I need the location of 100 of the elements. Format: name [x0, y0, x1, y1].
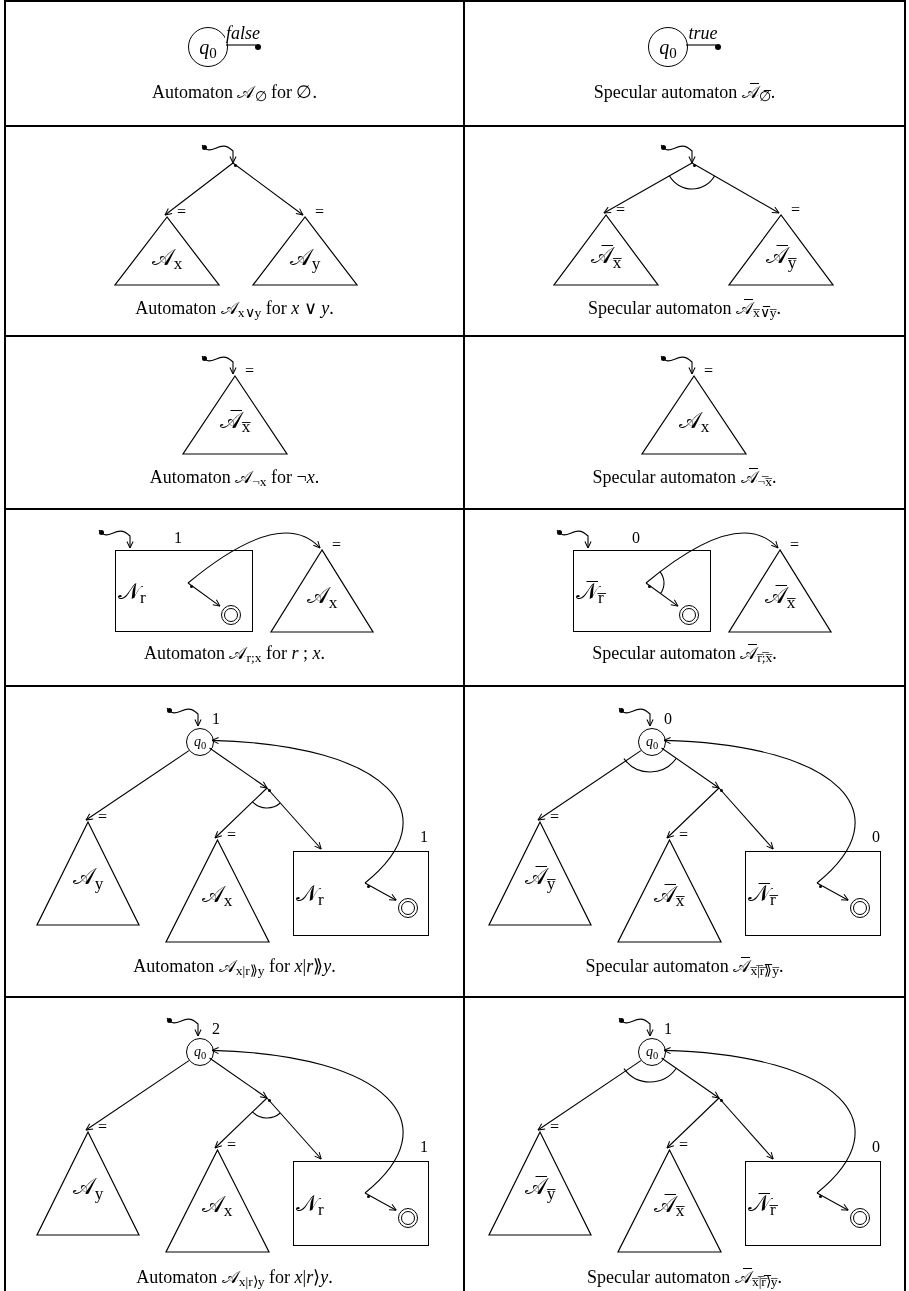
automaton-label: 𝒜̅$_{x̅}$: [219, 408, 251, 432]
transition-arrow: [645, 532, 779, 584]
automaton-label: 𝒩̅$_{r̅}$: [748, 881, 776, 905]
automaton-label: 𝒜$_{x}$: [201, 1192, 233, 1216]
transition-arrow: [663, 1047, 856, 1194]
state-label: q$_{0}$: [199, 37, 217, 57]
cell-text: Automaton 𝒜$_{x|r⟫y}$ for x|r⟫y.: [133, 955, 336, 978]
side-label: =: [616, 202, 626, 218]
automaton-label: 𝒩̅$_{r̅}$: [576, 579, 604, 603]
automaton-label: 𝒜̅$_{x̅}$: [590, 244, 622, 268]
transition-arrow: [660, 747, 720, 789]
cell-text: Automaton 𝒜$_{x∨y}$ for x∨y.: [135, 297, 334, 320]
junction-point: [692, 163, 696, 167]
cell-text: Specular automaton 𝒜̅$_{x̅∨̅y̅}$.: [588, 297, 781, 320]
transition-arrow: [816, 882, 849, 901]
side-label: =: [98, 809, 108, 825]
junction-point: [267, 788, 271, 792]
junction-point: [719, 1098, 723, 1102]
transition-arrow: [164, 162, 234, 216]
side-label: =: [791, 202, 801, 218]
transition-arrow: [537, 1060, 642, 1131]
automaton-label: 𝒜̅$_{x̅}$: [653, 1192, 685, 1216]
state-label: q$_{0}$: [193, 1045, 207, 1059]
transition-arrow: [85, 750, 190, 821]
side-label: =: [679, 1137, 689, 1153]
junction-point: [233, 163, 237, 167]
automaton-label: 𝒜$_{x}$: [306, 584, 338, 608]
side-label: =: [790, 537, 800, 553]
side-label: 0: [872, 829, 880, 845]
transition-arrow: [85, 1060, 190, 1131]
side-label: =: [227, 1137, 237, 1153]
cell-text: Specular automaton 𝒜̅$_{x̅|̅r̅⟩̅y̅}$.: [586, 1266, 783, 1289]
state-label: q$_{0}$: [193, 735, 207, 749]
transition-arrow: [214, 1097, 268, 1149]
side-label: 0: [664, 711, 672, 727]
transition-arrow: [718, 1097, 774, 1160]
transition-arrow: [691, 162, 780, 214]
transition-arrow: [232, 162, 304, 216]
cell-text: Automaton 𝒜$_{x|r⟩y}$ for x|r⟩y.: [136, 1266, 333, 1289]
automaton-label: 𝒩$_{r}$: [118, 579, 146, 603]
transition-arrow: [211, 1047, 404, 1194]
junction-point: [818, 884, 822, 888]
automaton-label: 𝒜̅$_{x̅}$: [764, 584, 796, 608]
transition-arrow: [603, 162, 693, 214]
side-label: =: [227, 827, 237, 843]
transition-arrow: [364, 882, 397, 901]
transition-arrow: [663, 737, 856, 884]
transition-arrow: [537, 750, 642, 821]
automaton-label: 𝒩$_{r}$: [296, 1191, 324, 1215]
junction-point: [267, 1098, 271, 1102]
cell-text: Specular automaton 𝒜̅$_{∅̅}$.: [593, 81, 776, 104]
state-label: q$_{0}$: [645, 1045, 659, 1059]
side-label: =: [332, 537, 342, 553]
transition-arrow: [645, 582, 679, 607]
junction-point: [818, 1194, 822, 1198]
side-label: =: [177, 204, 187, 220]
junction-point: [189, 584, 193, 588]
transition-arrow: [214, 787, 268, 839]
state-label: q$_{0}$: [645, 735, 659, 749]
side-label: 1: [174, 530, 182, 546]
side-label: =: [679, 827, 689, 843]
side-label: 1: [420, 1139, 428, 1155]
transition-arrow: [816, 1192, 849, 1211]
side-label: =: [550, 1119, 560, 1135]
automaton-label: 𝒩$_{r}$: [296, 881, 324, 905]
transition-arrow: [660, 1057, 720, 1099]
cell-text: Automaton 𝒜$_{r;x}$ for r;x.: [144, 642, 325, 665]
automaton-label: 𝒜̅$_{x̅}$: [653, 882, 685, 906]
automaton-label: 𝒩̅$_{r̅}$: [748, 1191, 776, 1215]
side-label: 1: [664, 1021, 672, 1037]
cell-text: Automaton 𝒜$_{∅}$ for ∅.: [152, 81, 317, 104]
cell-text: Specular automaton 𝒜̅$_{¬̅x̅}$.: [592, 466, 777, 489]
transition-arrow: [187, 582, 221, 607]
side-label: =: [550, 809, 560, 825]
side-label: =: [704, 363, 714, 379]
junction-point: [366, 1194, 370, 1198]
junction-point: [719, 788, 723, 792]
transition-arrow: [211, 737, 404, 884]
transition-arrow: [666, 1097, 720, 1149]
side-label: 0: [632, 530, 640, 546]
transition-arrow: [666, 787, 720, 839]
transition-arrow: [266, 1097, 322, 1160]
transition-arrow: [187, 532, 321, 584]
side-label: 2: [212, 1021, 220, 1037]
automaton-label: 𝒜$_{x}$: [151, 245, 183, 269]
transition-arrow: [364, 1192, 397, 1211]
side-label: 1: [420, 829, 428, 845]
cell-text: Specular automaton 𝒜̅$_{r̅;̅x̅}$.: [592, 642, 777, 665]
side-label: =: [245, 363, 255, 379]
state-label: q$_{0}$: [659, 37, 677, 57]
connector-line: [685, 44, 717, 46]
cell-text: Automaton 𝒜$_{¬x}$ for ¬x.: [149, 466, 320, 489]
connector-line: [225, 44, 257, 46]
edge-label: false: [225, 24, 261, 42]
transition-arrow: [718, 787, 774, 850]
junction-point: [366, 884, 370, 888]
cell-text: Specular automaton 𝒜̅$_{x̅|̅r̅⟫̅y̅}$.: [585, 955, 784, 978]
side-label: =: [98, 1119, 108, 1135]
side-label: =: [315, 204, 325, 220]
automaton-label: 𝒜$_{x}$: [201, 882, 233, 906]
